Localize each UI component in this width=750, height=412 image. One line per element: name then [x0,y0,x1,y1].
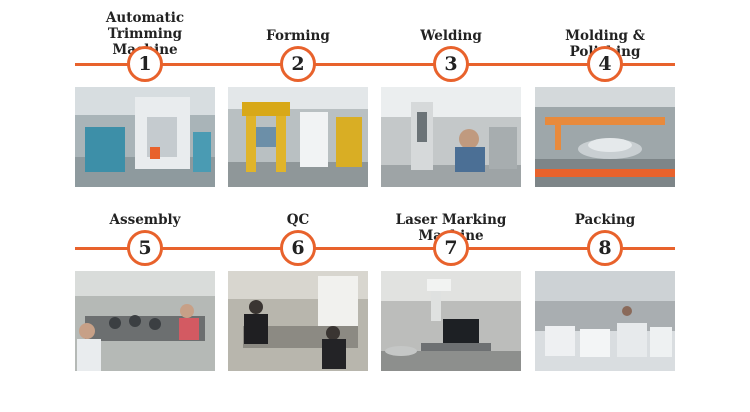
forming-press-photo [228,87,368,187]
assembly-line-photo [75,271,215,371]
process-connector-line [75,63,675,66]
process-connector-line [75,247,675,250]
step-number-badge: 8 [587,230,623,266]
polishing-machine-photo [535,87,675,187]
step-number-badge: 6 [280,230,316,266]
step-title: QC [286,212,310,228]
step-title: Forming [266,28,330,44]
step-number-badge: 4 [587,46,623,82]
quality-control-photo [228,271,368,371]
step-number-badge: 7 [433,230,469,266]
step-title: Automatic Trimming Machine [105,10,185,58]
step-number-badge: 5 [127,230,163,266]
packing-area-photo [535,271,675,371]
step-number-badge: 3 [433,46,469,82]
trimming-machine-photo [75,87,215,187]
step-title: Assembly [109,212,181,228]
welding-station-photo [381,87,521,187]
step-title: Welding [420,28,482,44]
step-title: Packing [574,212,636,228]
step-number-badge: 2 [280,46,316,82]
laser-marking-photo [381,271,521,371]
step-number-badge: 1 [127,46,163,82]
